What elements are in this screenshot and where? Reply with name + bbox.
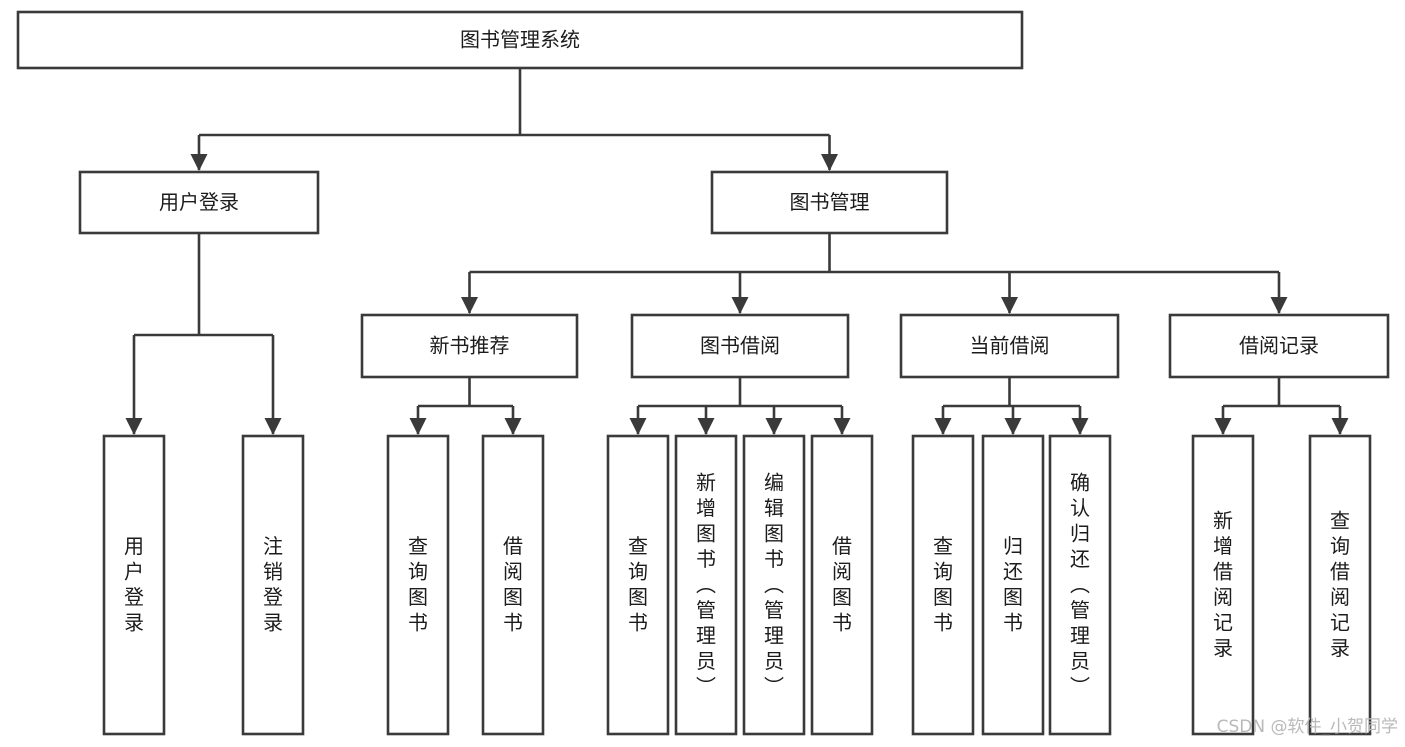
arrow-to-leaf-borrow-book-1 [504,418,522,435]
arrow-to-leaf-return-book [1004,418,1022,435]
node-book-borrow-label: 图书借阅 [700,334,780,358]
node-leaf-add-book-box[interactable] [674,434,738,736]
node-new-book-recommend-label: 新书推荐 [430,334,510,358]
arrow-to-leaf-query-book-1 [409,418,427,435]
node-leaf-query-book-2-label: 查询图书 [628,534,648,635]
arrow-to-leaf-user-login [125,418,143,435]
node-leaf-borrow-book-2-label: 借阅图书 [832,534,852,635]
node-leaf-query-book-3-box[interactable] [911,434,975,736]
arrow-to-leaf-query-record [1331,418,1349,435]
node-user-login-label: 用户登录 [159,190,239,214]
arrow-to-book-management [821,154,838,171]
arrow-to-leaf-query-book-2 [629,418,647,435]
node-leaf-query-book-2-box[interactable] [606,434,670,736]
arrow-to-leaf-edit-book [765,418,783,435]
node-user-login-box[interactable] [78,170,320,235]
connector-layer [125,68,1349,435]
node-leaf-add-record-box[interactable] [1191,434,1255,736]
node-current-borrow-box[interactable] [899,313,1120,379]
node-borrow-record[interactable]: 借阅记录 [1168,313,1390,379]
node-leaf-query-record[interactable]: 查询借阅记录 [1308,434,1372,736]
node-leaf-query-book-3-label: 查询图书 [933,534,953,635]
node-leaf-add-book[interactable]: 新增图书︵管理员︶ [674,434,738,736]
node-borrow-record-label: 借阅记录 [1239,334,1319,358]
node-leaf-borrow-book-2-box[interactable] [810,434,874,736]
node-leaf-query-book-1[interactable]: 查询图书 [386,434,450,736]
node-user-login[interactable]: 用户登录 [78,170,320,235]
arrow-to-book-borrow [731,297,749,314]
arrow-to-new-book-recommend [461,297,478,314]
arrow-to-leaf-borrow-book-2 [833,418,851,435]
arrow-to-leaf-add-record [1214,418,1232,435]
arrow-to-borrow-record [1270,297,1288,314]
arrow-to-current-borrow [1001,297,1018,314]
node-leaf-query-record-label: 查询借阅记录 [1330,509,1350,661]
node-leaf-user-login-box[interactable] [102,434,166,736]
node-leaf-query-record-box[interactable] [1308,434,1372,736]
arrow-to-leaf-logout [264,418,282,435]
node-leaf-add-record[interactable]: 新增借阅记录 [1191,434,1255,736]
node-root-label: 图书管理系统 [460,28,580,52]
node-leaf-query-book-2[interactable]: 查询图书 [606,434,670,736]
node-leaf-edit-book[interactable]: 编辑图书︵管理员︶ [742,434,806,736]
csdn-watermark: CSDN @软件_小贺同学 [1217,717,1398,737]
node-leaf-borrow-book-2[interactable]: 借阅图书 [810,434,874,736]
node-root-box[interactable] [16,10,1024,70]
node-book-management-label: 图书管理 [790,190,870,214]
node-book-borrow[interactable]: 图书借阅 [630,313,850,379]
node-leaf-logout-label: 注销登录 [263,534,283,635]
node-leaf-borrow-book-1-label: 借阅图书 [503,534,523,635]
node-leaf-query-book-1-box[interactable] [386,434,450,736]
node-book-management[interactable]: 图书管理 [710,170,949,235]
node-leaf-add-record-label: 新增借阅记录 [1213,509,1233,661]
node-leaf-user-login-label: 用户登录 [124,534,144,635]
node-leaf-confirm-return-label: 确认归还︵管理员︶ [1070,470,1090,698]
node-leaf-user-login[interactable]: 用户登录 [102,434,166,736]
node-current-borrow-label: 当前借阅 [970,334,1050,358]
node-leaf-logout[interactable]: 注销登录 [241,434,305,736]
node-leaf-query-book-3[interactable]: 查询图书 [911,434,975,736]
node-current-borrow[interactable]: 当前借阅 [899,313,1120,379]
node-book-management-box[interactable] [710,170,949,235]
node-borrow-record-box[interactable] [1168,313,1390,379]
arrow-to-leaf-add-book [697,418,715,435]
node-leaf-query-book-1-label: 查询图书 [408,534,428,635]
node-layer: 图书管理系统用户登录图书管理新书推荐图书借阅当前借阅借阅记录用户登录注销登录查询… [16,10,1390,736]
node-leaf-edit-book-box[interactable] [742,434,806,736]
node-new-book-recommend[interactable]: 新书推荐 [360,313,579,379]
node-leaf-confirm-return-box[interactable] [1048,434,1112,736]
node-root[interactable]: 图书管理系统 [16,10,1024,70]
node-leaf-return-book-box[interactable] [981,434,1045,736]
node-leaf-add-book-label: 新增图书︵管理员︶ [696,470,716,698]
node-leaf-confirm-return[interactable]: 确认归还︵管理员︶ [1048,434,1112,736]
node-new-book-recommend-box[interactable] [360,313,579,379]
node-leaf-edit-book-label: 编辑图书︵管理员︶ [764,470,784,698]
node-book-borrow-box[interactable] [630,313,850,379]
node-leaf-borrow-book-1[interactable]: 借阅图书 [481,434,545,736]
arrow-to-user-login [190,154,208,171]
node-leaf-return-book-label: 归还图书 [1003,534,1023,635]
node-leaf-logout-box[interactable] [241,434,305,736]
node-leaf-borrow-book-1-box[interactable] [481,434,545,736]
arrow-to-leaf-query-book-3 [934,418,952,435]
node-leaf-return-book[interactable]: 归还图书 [981,434,1045,736]
arrow-to-leaf-confirm-return [1071,418,1089,435]
